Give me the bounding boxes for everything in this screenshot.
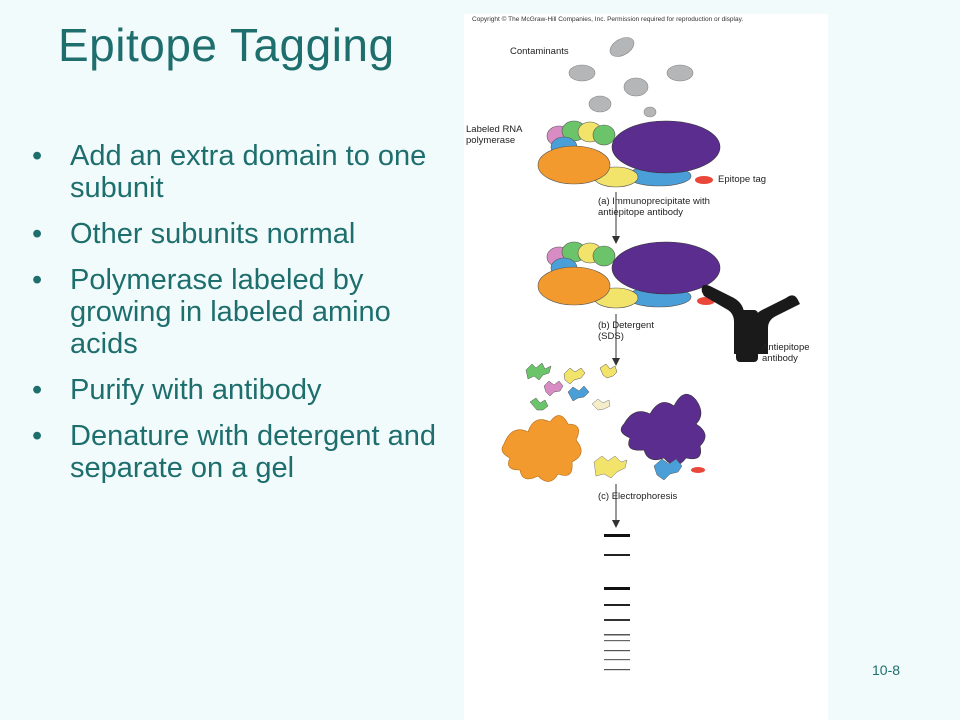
contaminant bbox=[643, 106, 657, 118]
label-step-b: (b) Detergent (SDS) bbox=[598, 320, 654, 342]
label-antiepitope-antibody: Antiepitope antibody bbox=[762, 342, 810, 364]
contaminant bbox=[568, 64, 596, 82]
gel-band bbox=[604, 650, 630, 652]
contaminant bbox=[666, 64, 694, 82]
bullet-text: Add an extra domain to one subunit bbox=[70, 140, 427, 204]
contaminant-particles bbox=[568, 37, 694, 118]
antibody-shape bbox=[701, 284, 800, 354]
bullet-text: Other subunits normal bbox=[70, 218, 356, 250]
gel-band bbox=[604, 634, 630, 636]
contaminant bbox=[609, 37, 635, 57]
denatured-subunits bbox=[501, 362, 706, 482]
label-labeled-rna-polymerase: Labeled RNA polymerase bbox=[466, 124, 523, 146]
contaminant bbox=[623, 77, 649, 97]
epitope-tagging-figure: Copyright © The McGraw-Hill Companies, I… bbox=[464, 14, 828, 720]
slide-title: Epitope Tagging bbox=[58, 19, 395, 71]
slide-number: 10-8 bbox=[872, 662, 901, 678]
label-step-a: (a) Immunoprecipitate with antiepitope a… bbox=[598, 196, 710, 218]
bullet-item: • Polymerase labeled by growing in labele… bbox=[30, 264, 450, 360]
purple-subunit-denatured bbox=[620, 393, 706, 466]
label-step-c: (c) Electrophoresis bbox=[598, 491, 678, 502]
figure-drawing bbox=[501, 37, 800, 678]
gel-band bbox=[604, 619, 630, 621]
gel-lane bbox=[600, 528, 634, 678]
bullet-dot: • bbox=[32, 218, 43, 250]
label-epitope-tag: Epitope tag bbox=[718, 174, 767, 185]
antibody-stem bbox=[736, 310, 758, 362]
bullet-dot: • bbox=[32, 264, 43, 296]
bullet-dot: • bbox=[32, 420, 43, 452]
bullet-item: • Add an extra domain to one subunit bbox=[30, 140, 450, 204]
gel-band bbox=[604, 659, 630, 661]
epitope-tag bbox=[691, 467, 705, 473]
rna-polymerase-complex bbox=[537, 120, 721, 188]
bullet-text: Purify with antibody bbox=[70, 374, 322, 406]
bullet-item: • Other subunits normal bbox=[30, 218, 450, 250]
contaminant bbox=[588, 95, 612, 113]
bullet-item: • Purify with antibody bbox=[30, 374, 450, 406]
bullet-dot: • bbox=[32, 374, 43, 406]
gel-band bbox=[604, 587, 630, 590]
bullet-text: Polymerase labeled by growing in labeled… bbox=[70, 264, 391, 360]
gel-band bbox=[604, 640, 630, 642]
gel-band bbox=[604, 604, 630, 606]
epitope-tag bbox=[695, 176, 713, 184]
gel-band bbox=[604, 669, 630, 671]
orange-subunit-denatured bbox=[501, 415, 582, 482]
gel-band bbox=[604, 554, 630, 556]
bullet-dot: • bbox=[32, 140, 43, 172]
rna-polymerase-complex bbox=[537, 241, 721, 309]
copyright-notice: Copyright © The McGraw-Hill Companies, I… bbox=[472, 16, 744, 23]
bullet-text: Denature with detergent and separate on … bbox=[70, 420, 436, 484]
bullet-item: • Denature with detergent and separate on… bbox=[30, 420, 450, 484]
bullet-list: • Add an extra domain to one subunit • Oth… bbox=[30, 140, 450, 498]
gel-band bbox=[604, 534, 630, 537]
label-contaminants: Contaminants bbox=[510, 46, 569, 57]
